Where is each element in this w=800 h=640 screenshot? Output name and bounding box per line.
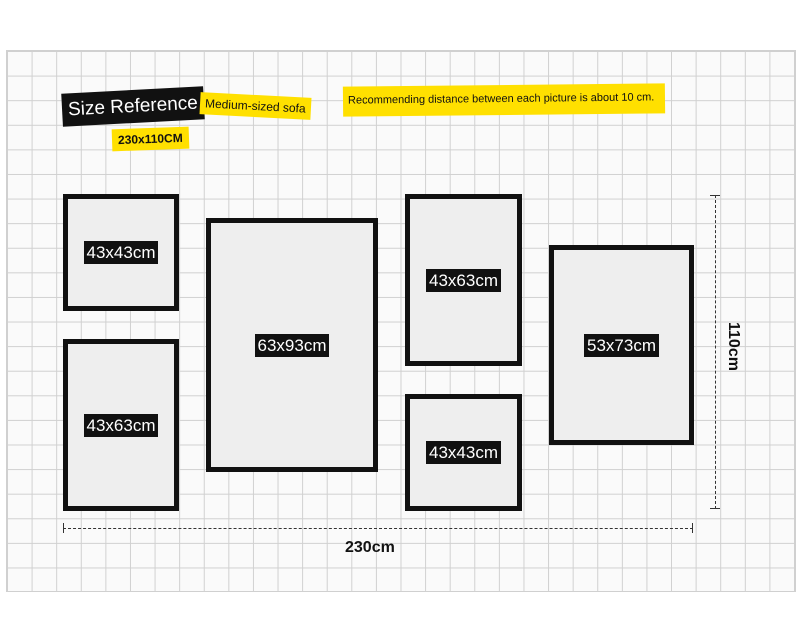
total-height-label: 110cm — [725, 322, 742, 371]
height-dimension-tick-bottom — [710, 508, 720, 509]
frame-size-label: 43x43cm — [83, 241, 159, 264]
total-width-label: 230cm — [345, 539, 395, 556]
frame-size-label: 43x63cm — [426, 268, 501, 292]
frame-top-left: 43x43cm — [63, 194, 179, 311]
sofa-dimensions-label: 230x110CM — [111, 126, 190, 152]
frame-size-label: 43x63cm — [83, 413, 159, 437]
frame-center-large: 63x93cm — [206, 218, 378, 472]
frame-size-label: 43x43cm — [426, 441, 501, 464]
height-dimension-tick-top — [710, 195, 720, 196]
width-dimension-line — [63, 528, 693, 529]
frame-bottom-left: 43x63cm — [63, 339, 179, 511]
frame-middle-top: 43x63cm — [405, 194, 522, 366]
frame-middle-bottom: 43x43cm — [405, 394, 522, 511]
frame-size-label: 63x93cm — [254, 333, 330, 357]
height-dimension-line — [715, 195, 716, 509]
width-dimension-tick-right — [692, 523, 693, 533]
width-dimension-tick-left — [63, 523, 64, 533]
frame-size-label: 53x73cm — [584, 333, 659, 357]
frame-right: 53x73cm — [549, 245, 694, 445]
distance-note: Recommending distance between each pictu… — [342, 83, 666, 117]
